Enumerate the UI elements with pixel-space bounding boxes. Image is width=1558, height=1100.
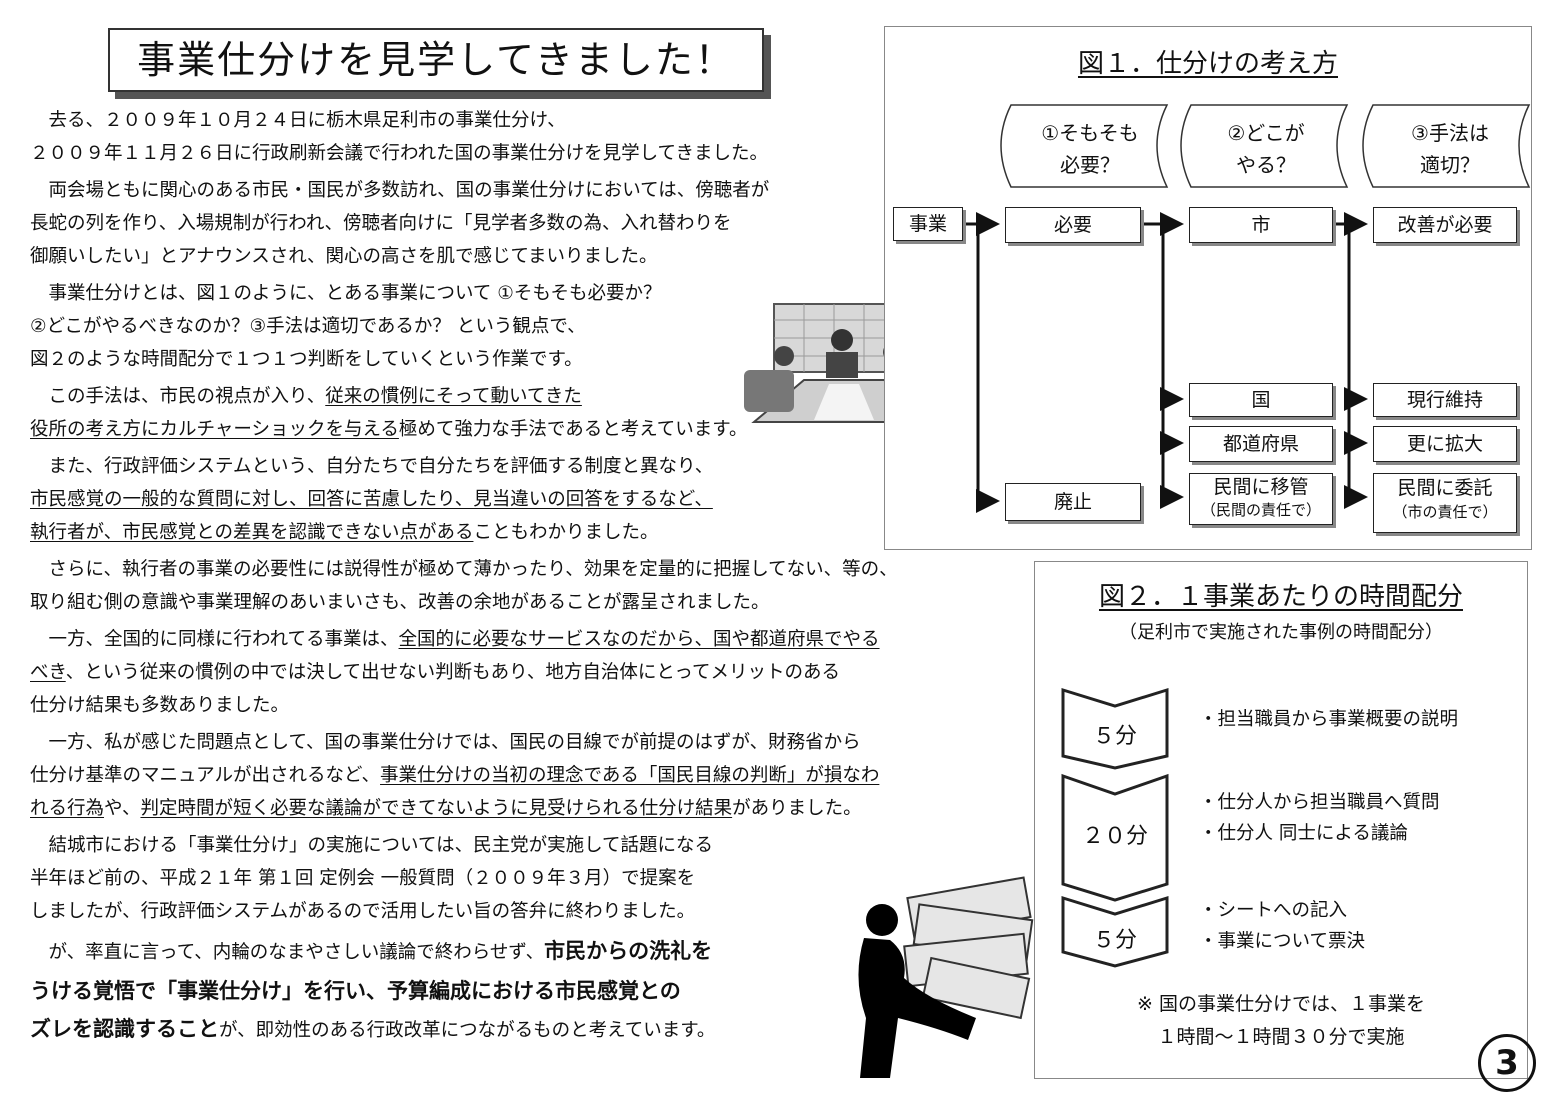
paragraph-9: 結城市における「事業仕分け」の実施については、民主党が実施して話題になる 半年ほ… xyxy=(30,835,714,922)
paragraph-6: さらに、執行者の事業の必要性には説得性が極めて薄かったり、効果を定量的に把握して… xyxy=(30,559,898,613)
step-3-time: ５分 xyxy=(1092,928,1137,953)
step-2-time: ２０分 xyxy=(1081,824,1148,849)
figure-2-title: 図２．１事業あたりの時間配分 xyxy=(1098,582,1463,612)
paragraph-4: この手法は、市民の視点が入り、従来の慣例にそって動いてきた 役所の考え方にカルチ… xyxy=(30,386,748,440)
figure-1-connectors xyxy=(963,104,1531,513)
node-root-business: 事業 xyxy=(893,207,963,241)
figure-1-title: 図１．仕分けの考え方 xyxy=(1077,49,1338,79)
figure-2: 図２．１事業あたりの時間配分 （足利市で実施された事例の時間配分） ５分 ２０分… xyxy=(1034,561,1528,1079)
page-title-box: 事業仕分けを見学してきました！ xyxy=(108,28,764,92)
paragraph-10: が、率直に言って、内輪のなまやさしい議論で終わらせず、市民からの洗礼を うける覚… xyxy=(30,939,716,1041)
step-1-items: ・担当職員から事業概要の説明 xyxy=(1199,709,1459,730)
figure-2-subtitle: （足利市で実施された事例の時間配分） xyxy=(1119,622,1443,643)
paragraph-1: 去る、２００９年１０月２４日に栃木県足利市の事業仕分け、 ２００９年１１月２６日… xyxy=(30,110,768,164)
question-tabs xyxy=(1000,104,1531,188)
node-necessary: 必要 xyxy=(1005,207,1141,243)
page-number: 3 xyxy=(1478,1034,1536,1092)
paragraph-7: 一方、全国的に同様に行われてる事業は、全国的に必要なサービスなのだから、国や都道… xyxy=(30,629,880,716)
money-thinker-icon xyxy=(858,876,1034,1078)
node-transfer-private: 民間に移管 （民間の責任で） xyxy=(1189,473,1333,525)
node-nation: 国 xyxy=(1189,383,1333,417)
node-expand: 更に拡大 xyxy=(1373,426,1517,462)
question-2: ②どこがやる？ xyxy=(1227,121,1305,177)
paragraph-8: 一方、私が感じた問題点として、国の事業仕分けでは、国民の目線でが前提のはずが、財… xyxy=(30,732,880,819)
node-city: 市 xyxy=(1189,207,1333,243)
step-2-items: ・仕分人から担当職員へ質問 ・仕分人 同士による議論 xyxy=(1199,792,1440,844)
figure-2-chevrons xyxy=(1061,687,1169,968)
node-abolish: 廃止 xyxy=(1005,483,1141,521)
node-outsource-private: 民間に委託 （市の責任で） xyxy=(1373,473,1517,533)
question-3: ③手法は適切？ xyxy=(1411,121,1489,177)
figure-2-note: ※ 国の事業仕分けでは、１事業を １時間〜１時間３０分で実施 xyxy=(1137,993,1425,1048)
money-illustration xyxy=(846,868,1036,1088)
node-improvement-needed: 改善が必要 xyxy=(1373,207,1517,243)
paragraph-2: 両会場ともに関心のある市民・国民が多数訪れ、国の事業仕分けにおいては、傍聴者が … xyxy=(30,180,770,267)
paragraph-3: 事業仕分けとは、図１のように、とある事業について ①そもそも必要か？ ②どこがや… xyxy=(30,283,662,370)
step-3-items: ・シートへの記入 ・事業について票決 xyxy=(1199,900,1365,952)
paragraph-5: また、行政評価システムという、自分たちで自分たちを評価する制度と異なり、 市民感… xyxy=(30,456,714,543)
node-prefecture: 都道府県 xyxy=(1189,426,1333,462)
node-maintain: 現行維持 xyxy=(1373,383,1517,417)
figure-1: 図１．仕分けの考え方 xyxy=(884,26,1532,550)
page-title: 事業仕分けを見学してきました！ xyxy=(137,38,735,82)
question-1: ①そもそも必要？ xyxy=(1041,121,1139,177)
article-body: 去る、２００９年１０月２４日に栃木県足利市の事業仕分け、 ２００９年１１月２６日… xyxy=(30,104,1020,1054)
step-1-time: ５分 xyxy=(1092,724,1137,749)
